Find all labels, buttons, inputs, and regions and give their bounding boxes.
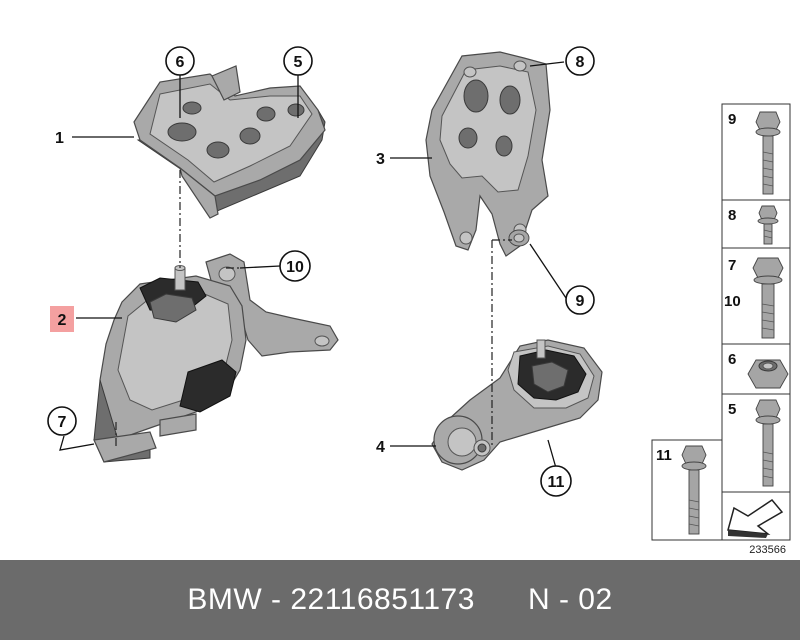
callout-3-label: 3 bbox=[376, 151, 385, 168]
callout-5: 5 bbox=[283, 46, 313, 76]
panel-10-label: 10 bbox=[724, 293, 741, 310]
callout-2-label: 2 bbox=[58, 312, 67, 329]
direction-arrow-icon bbox=[727, 499, 784, 538]
footer-gap bbox=[475, 583, 528, 617]
parts-diagram: 6 5 1 10 2 7 8 3 9 4 11 9 bbox=[47, 46, 791, 556]
footer-sep-1: - bbox=[262, 583, 291, 616]
callout-10-label: 10 bbox=[286, 259, 304, 276]
callout-9-label: 9 bbox=[576, 293, 585, 310]
panel-11-label: 11 bbox=[656, 447, 672, 464]
leader-lines bbox=[59, 61, 567, 469]
callout-6: 6 bbox=[165, 46, 195, 76]
callout-1-label: 1 bbox=[55, 130, 64, 147]
callout-5-label: 5 bbox=[294, 54, 303, 71]
assembly-lines bbox=[115, 170, 512, 448]
part-4-torque-rod[interactable] bbox=[431, 339, 603, 471]
callout-6-label: 6 bbox=[176, 54, 185, 71]
footer-sheet: N - 02 bbox=[527, 583, 613, 616]
footer-part-number: 22116851173 bbox=[290, 583, 475, 616]
flange-bolt-8-icon[interactable] bbox=[757, 205, 779, 245]
panel-6-label: 6 bbox=[728, 351, 736, 368]
callout-7-label: 7 bbox=[58, 414, 67, 431]
diagram-id: 233566 bbox=[749, 544, 786, 556]
bolt-9-on-bracket[interactable] bbox=[508, 229, 530, 247]
callout-8: 8 bbox=[565, 46, 595, 76]
panel-8-label: 8 bbox=[728, 207, 736, 224]
footer-brand: BMW bbox=[187, 583, 263, 616]
panel-5-label: 5 bbox=[728, 401, 736, 418]
callout-4-label: 4 bbox=[376, 439, 385, 456]
panel-9-label: 9 bbox=[728, 111, 736, 128]
callout-11-label: 11 bbox=[548, 474, 565, 491]
part-3-bracket[interactable] bbox=[425, 51, 551, 257]
part-1-upper-bracket[interactable] bbox=[133, 65, 326, 219]
footer-bar: BMW - 22116851173 N - 02 bbox=[0, 560, 800, 640]
callout-7: 7 bbox=[47, 406, 77, 436]
callout-10: 10 bbox=[279, 250, 311, 282]
flange-bolt-7-10-icon[interactable] bbox=[752, 257, 784, 339]
flange-bolt-11-icon[interactable] bbox=[681, 445, 707, 535]
flange-bolt-9-icon[interactable] bbox=[755, 111, 781, 195]
flange-nut-6-icon[interactable] bbox=[747, 359, 789, 389]
flange-bolt-5-icon[interactable] bbox=[755, 399, 781, 487]
callout-9: 9 bbox=[565, 285, 595, 315]
callout-8-label: 8 bbox=[576, 54, 585, 71]
callout-2-highlighted: 2 bbox=[50, 306, 74, 332]
panel-7-label: 7 bbox=[728, 257, 736, 274]
part-2-engine-mount[interactable] bbox=[93, 253, 339, 463]
callout-11: 11 bbox=[540, 465, 572, 497]
highlight-box bbox=[50, 306, 74, 332]
